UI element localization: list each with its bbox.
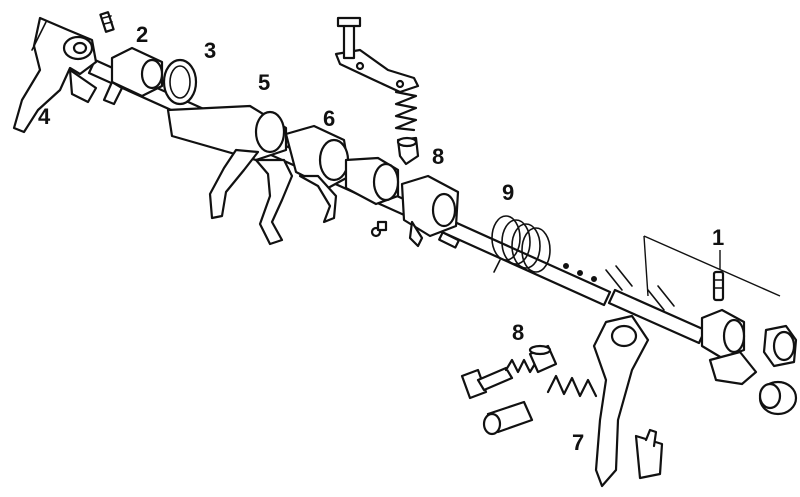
callout-8-lower: 8: [512, 320, 524, 345]
callout-label-2: 2: [136, 22, 148, 47]
callout-8-upper: 8: [432, 144, 444, 169]
shift-fork-4: [12, 16, 98, 134]
end-plug: [758, 380, 798, 416]
callout-label-3: 3: [204, 38, 216, 63]
callout-7: 7: [572, 430, 584, 455]
shift-fork-6: [284, 124, 352, 224]
coupling-sleeve: [344, 156, 400, 206]
callout-9: 9: [502, 180, 514, 205]
callout-4: 4: [38, 104, 51, 129]
callout-label-9: 9: [502, 180, 514, 205]
detent-spring-upper: [394, 90, 418, 132]
callout-label-1: 1: [712, 225, 724, 250]
interlock-block: [400, 174, 460, 248]
callout-5: 5: [258, 70, 270, 95]
callout-label-8-lower: 8: [512, 320, 524, 345]
pivot-bracket: [708, 350, 758, 386]
detent-spring-lower: [504, 358, 538, 374]
callout-label-7: 7: [572, 430, 584, 455]
detent-bracket: [334, 16, 420, 94]
detent-plunger-8-lower: [528, 344, 558, 374]
detent-bolt-lower: [460, 366, 514, 400]
callout-6: 6: [323, 106, 335, 131]
small-pin: [438, 231, 460, 249]
torsion-spring-9: [491, 215, 551, 273]
roll-pin-1: [712, 270, 725, 302]
callout-1: 1: [643, 225, 781, 297]
snap-ring-3: [162, 58, 198, 106]
end-cap-1: [762, 324, 798, 368]
callout-2: 2: [136, 22, 148, 47]
callout-label-8-upper: 8: [432, 144, 444, 169]
lower-plug: [482, 400, 534, 436]
callout-label-4: 4: [38, 104, 51, 129]
callout-3: 3: [204, 38, 216, 63]
callout-label-5: 5: [258, 70, 270, 95]
shift-fork-5: [166, 104, 294, 246]
callout-label-6: 6: [323, 106, 335, 131]
roll-pin-2: [99, 11, 115, 33]
selector-collar-2: [102, 46, 164, 106]
guide-bushing-1: [700, 308, 746, 360]
small-screw: [370, 220, 388, 238]
lower-spring: [546, 374, 598, 398]
selector-lever-7: [592, 314, 664, 488]
detent-plunger-8: [396, 136, 420, 166]
